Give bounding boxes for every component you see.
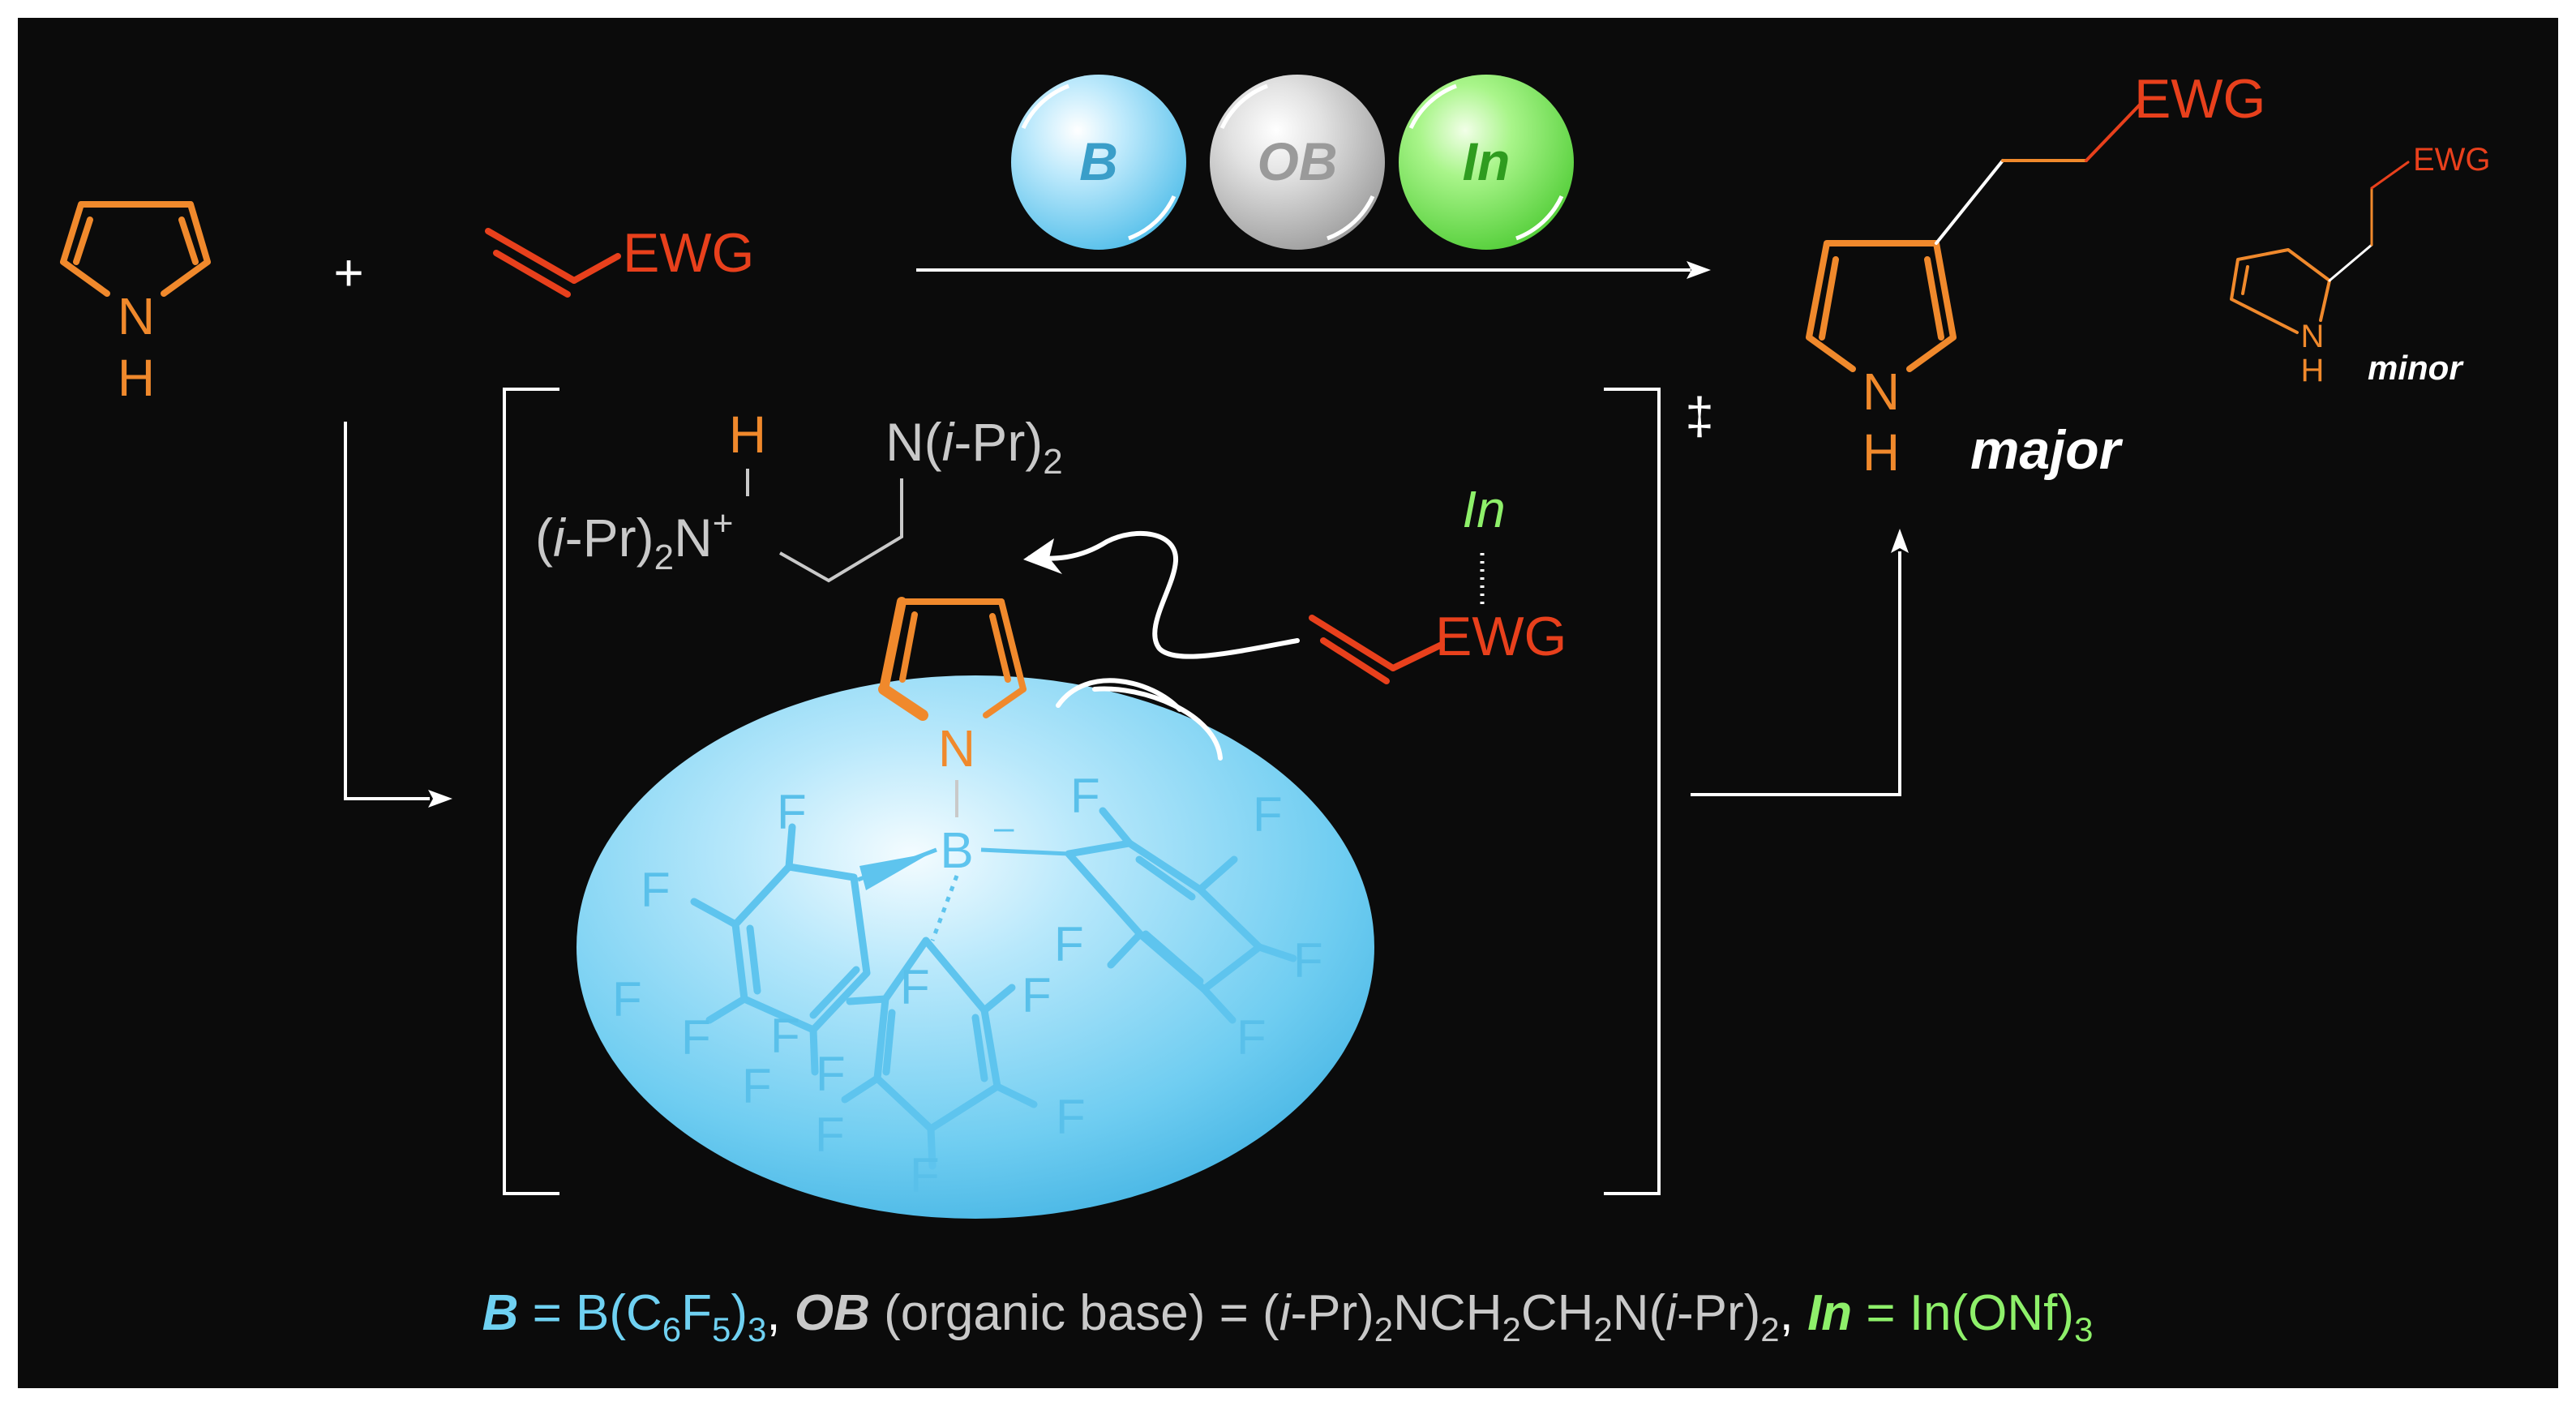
catalyst-b-label: B [1079, 131, 1118, 191]
f-2: F [641, 863, 671, 917]
f-1: F [777, 785, 807, 839]
catalyst-in-sphere: In [1399, 75, 1574, 250]
f-17: F [1293, 933, 1323, 988]
up-arrow-to-product [1691, 529, 1909, 796]
major-product-structure [1806, 101, 2144, 372]
pyrrole-n-label: N [118, 287, 155, 345]
minor-n-label: N [2301, 319, 2325, 354]
nucleophilic-attack-arrow [1023, 531, 1300, 659]
minor-label: minor [2368, 349, 2464, 387]
f-7: F [816, 1047, 846, 1101]
f-10: F [1056, 1090, 1086, 1144]
minor-h-label: H [2301, 353, 2325, 388]
plus-sign: + [333, 243, 363, 302]
major-label: major [1970, 419, 2124, 481]
ammonium-group: (i-Pr)2N+ [535, 504, 733, 577]
ts-bracket-right [1604, 388, 1661, 1195]
major-n-label: N [1862, 362, 1900, 421]
catalyst-b-sphere: B [1011, 75, 1186, 250]
legend-line: B = B(C6F5)3, OB (organic base) = (i-Pr)… [482, 1285, 2094, 1348]
boron-label: B [940, 823, 973, 879]
boron-charge: – [994, 808, 1014, 847]
catalyst-in-label: In [1463, 131, 1511, 191]
ethylene-linker [779, 478, 903, 583]
pyrrole-reactant [60, 201, 211, 297]
f-9: F [1022, 968, 1052, 1022]
activated-alkene [1309, 615, 1445, 684]
ts-indium-label: In [1462, 480, 1505, 538]
f-15: F [1054, 917, 1084, 971]
f-4: F [681, 1010, 711, 1065]
steric-interaction-arcs [1056, 678, 1223, 761]
f-5: F [770, 1009, 800, 1063]
f-6: F [742, 1059, 772, 1113]
pyrrole-h-label: H [118, 349, 155, 407]
catalyst-ob-label: OB [1258, 131, 1338, 191]
f-12: F [815, 1108, 845, 1162]
minor-product-structure [2230, 161, 2410, 334]
catalyst-ob-sphere: OB [1210, 75, 1385, 250]
f-11: F [910, 1148, 940, 1202]
f-14: F [1253, 787, 1283, 842]
pyrrolide-n-label: N [938, 719, 975, 778]
alkene-ewg-label: EWG [623, 222, 754, 284]
borane-blob [576, 675, 1374, 1219]
double-dagger: ‡ [1685, 387, 1714, 445]
f-16: F [1237, 1010, 1267, 1065]
ammonium-h-label: H [729, 405, 766, 464]
f-3: F [612, 972, 642, 1027]
pentafluorophenyl-rings [690, 807, 1297, 1170]
alkene-reactant [485, 228, 621, 298]
f-8: F [900, 960, 930, 1014]
ts-bracket-left [503, 388, 559, 1195]
f-13: F [1070, 769, 1100, 823]
major-ewg-label: EWG [2134, 68, 2265, 130]
major-h-label: H [1862, 423, 1900, 482]
ts-ewg-label: EWG [1435, 606, 1567, 667]
boron-wedge-bond [859, 853, 931, 890]
down-arrow-to-ts [344, 422, 452, 808]
pyrrolide-ring [878, 597, 1027, 721]
main-reaction-arrow [916, 261, 1711, 279]
fluorine-labels: F F F F F F F F F F F F F F F F F [612, 769, 1323, 1202]
minor-ewg-label: EWG [2413, 142, 2491, 178]
amine-group: N(i-Pr)2 [885, 412, 1063, 482]
